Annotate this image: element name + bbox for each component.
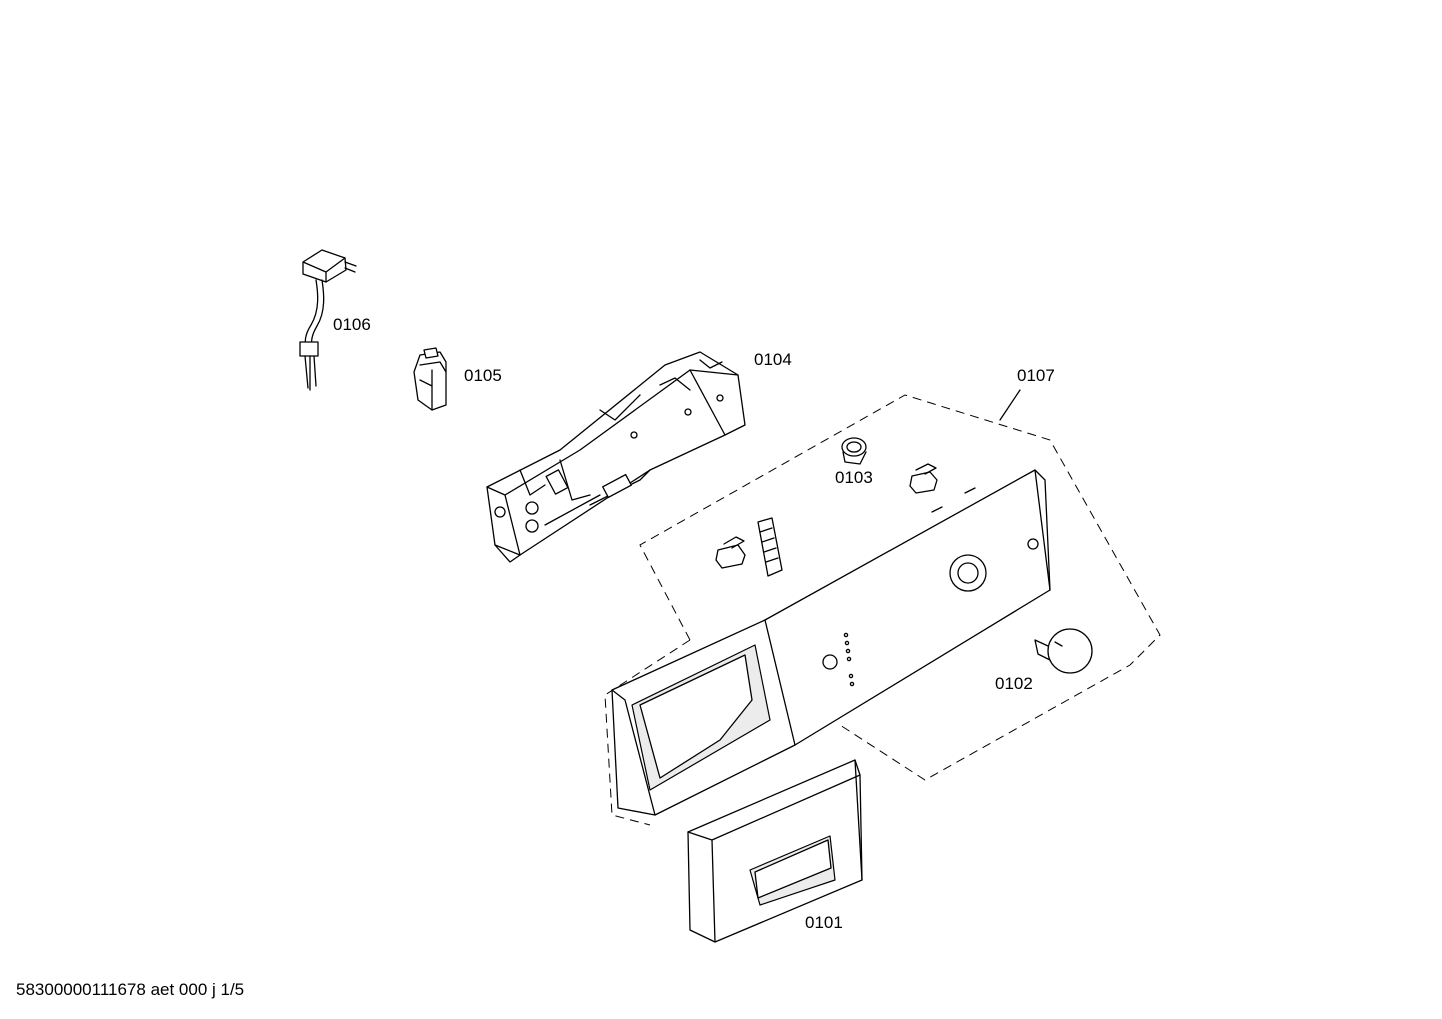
part-0104-electronic-module[interactable] [486,351,746,563]
document-reference: 58300000111678 aet 000 j 1/5 [16,980,245,999]
label-0107: 0107 [1017,366,1055,385]
part-0106-power-cord[interactable] [299,249,357,391]
label-0106: 0106 [333,315,371,334]
part-0102-knob[interactable] [1034,628,1093,674]
label-0101: 0101 [805,913,843,932]
label-0102: 0102 [995,674,1033,693]
part-0103-button[interactable] [841,437,867,465]
part-0107-control-panel[interactable] [611,469,1051,816]
label-0104: 0104 [754,350,792,369]
part-0105-switch[interactable] [413,347,447,411]
label-0105: 0105 [464,366,502,385]
part-0101-drawer-handle[interactable] [687,759,863,943]
light-pipe-right [909,463,938,494]
part-0107-group-outline [604,389,1161,826]
label-0103: 0103 [835,468,873,487]
light-pipe-left [715,536,746,569]
contact-strip [757,517,783,577]
